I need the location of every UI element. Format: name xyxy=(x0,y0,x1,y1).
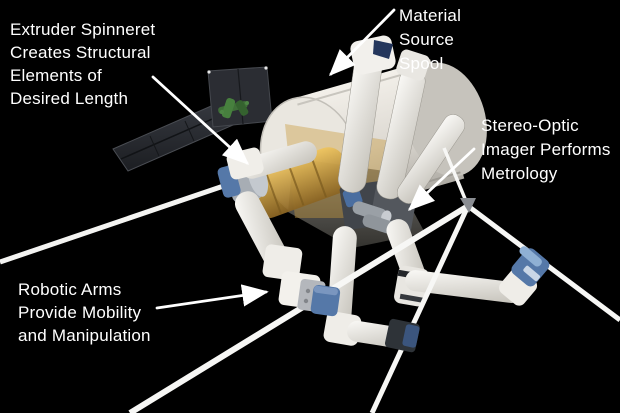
gripper-lower-dark xyxy=(384,318,420,353)
truss-strut-steep xyxy=(369,204,471,413)
arrow-spool xyxy=(329,8,396,76)
arm-navy-tip xyxy=(373,40,393,59)
label-material-source-spool: Material Source Spool xyxy=(399,6,462,73)
truss-strut-upper xyxy=(442,147,470,207)
truss-strut-long-left xyxy=(128,203,470,413)
gripper-left xyxy=(297,278,341,317)
arrow-extruder xyxy=(151,75,250,165)
truss-strut-extruded xyxy=(0,174,251,265)
gripper-right-blue xyxy=(511,246,550,287)
annotation-arrows xyxy=(151,8,476,310)
label-robotic-arms: Robotic Arms Provide Mobility and Manipu… xyxy=(18,280,151,345)
solar-array xyxy=(112,66,273,172)
label-stereo-optic-imager: Stereo-Optic Imager Performs Metrology xyxy=(481,116,611,183)
arrow-arms xyxy=(155,284,269,310)
arrow-imager xyxy=(407,147,476,211)
truss-node xyxy=(460,198,476,213)
robotic-arm-upper-cluster xyxy=(337,35,466,204)
green-mechanism xyxy=(218,98,249,119)
label-extruder-spinneret: Extruder Spinneret Creates Structural El… xyxy=(10,20,156,108)
